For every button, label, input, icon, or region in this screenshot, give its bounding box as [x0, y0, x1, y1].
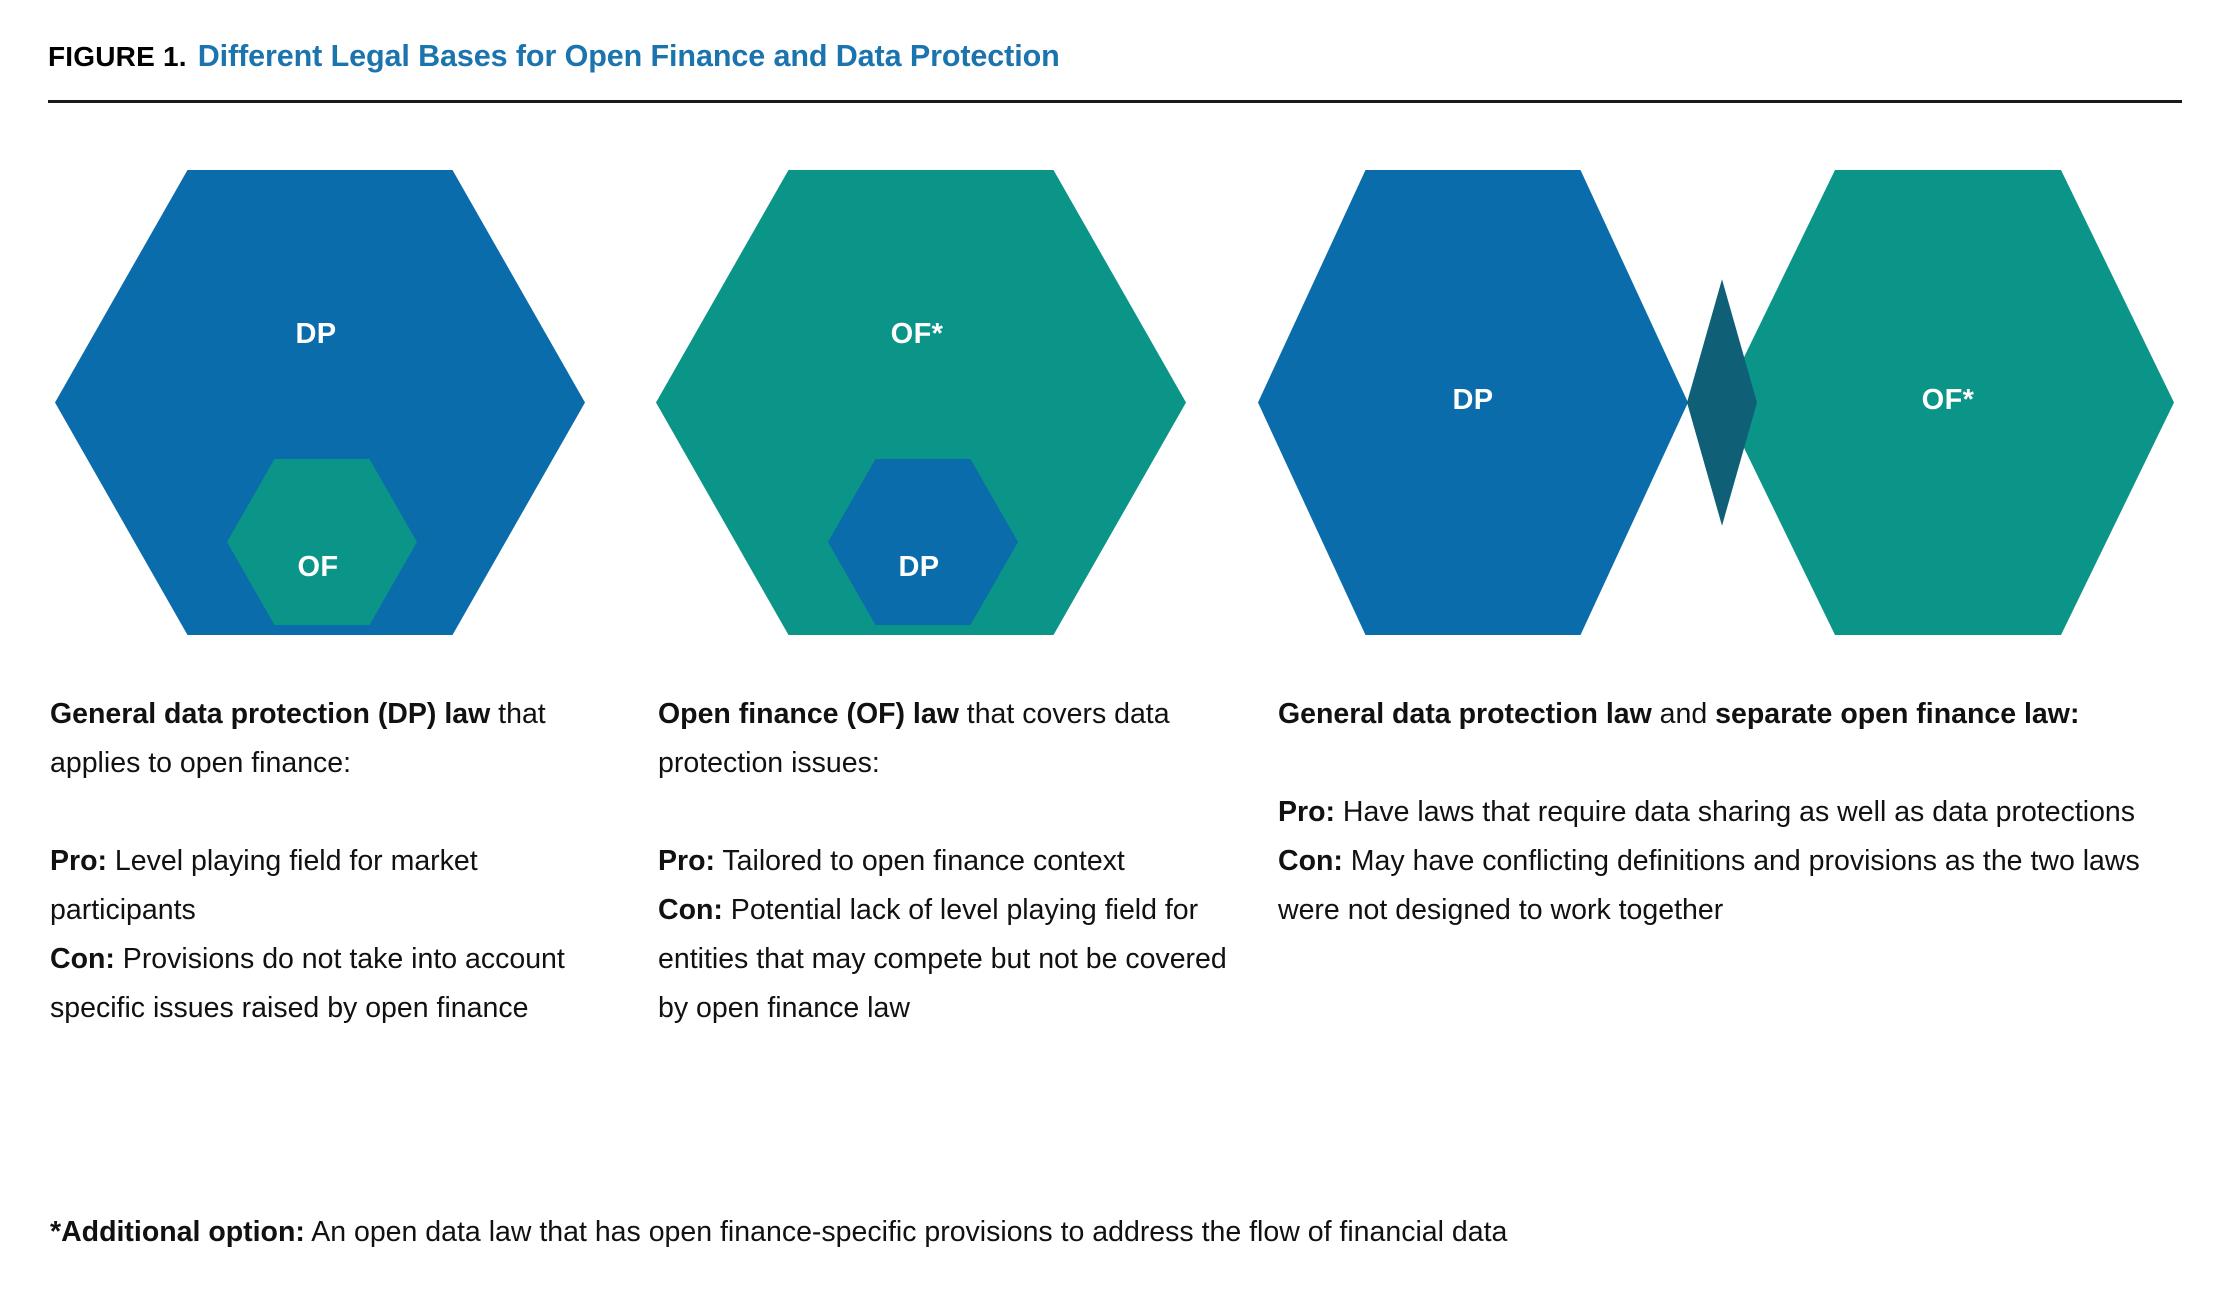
pro-label: Pro:	[1278, 796, 1335, 828]
con-label: Con:	[50, 943, 115, 975]
con-label: Con:	[1278, 845, 1343, 877]
pro-text: Have laws that require data sharing as w…	[1335, 796, 2136, 828]
heading-bold-part: Open finance (OF) law	[658, 698, 959, 730]
pro-con-block: Pro: Tailored to open finance context Co…	[658, 837, 1238, 1033]
pro-label: Pro:	[658, 845, 715, 877]
hexagon-label-of-star: OF*	[890, 318, 944, 350]
column-heading: General data protection (DP) law that ap…	[50, 690, 620, 788]
hexagon-label-dp: DP	[1452, 384, 1494, 416]
pro-text: Tailored to open finance context	[715, 845, 1125, 877]
page-title: Different Legal Bases for Open Finance a…	[197, 39, 1060, 73]
pro-label: Pro:	[50, 845, 107, 877]
footnote-text: An open data law that has open finance-s…	[304, 1216, 1508, 1248]
column-heading: General data protection law and separate…	[1278, 690, 2178, 739]
con-text: Provisions do not take into account spec…	[50, 943, 565, 1024]
heading-bold-part: General data protection (DP)	[50, 698, 437, 730]
hexagon-group3-overlap-region	[1687, 279, 1757, 526]
heading-bold-part-2: separate open finance law:	[1715, 698, 2080, 730]
column-open-finance-law: Open finance (OF) law that covers data p…	[658, 690, 1238, 1033]
figure-footnote: *Additional option: An open data law tha…	[50, 1212, 2180, 1252]
pro-con-block: Pro: Have laws that require data sharing…	[1278, 788, 2178, 935]
heading-rest: that covers data protection issues:	[658, 698, 1170, 779]
column-separate-laws: General data protection law and separate…	[1278, 690, 2178, 935]
heading-bold-law: law	[444, 698, 491, 730]
hexagon-label-of-star: OF*	[1921, 384, 1975, 416]
heading-mid: and	[1651, 698, 1716, 730]
con-text: May have conflicting definitions and pro…	[1278, 845, 2140, 926]
heading-rest: that applies to open finance:	[50, 698, 546, 779]
pro-text: Level playing field for market participa…	[50, 845, 478, 926]
title-line: FIGURE 1. Different Legal Bases for Open…	[48, 36, 2184, 77]
hexagon-group3-left-dp: DP	[1258, 170, 1688, 635]
hexagon-group3-right-of: OF*	[1722, 170, 2174, 635]
header-divider	[48, 100, 2182, 103]
hexagon-label-dp: DP	[898, 550, 940, 583]
figure-header: FIGURE 1. Different Legal Bases for Open…	[48, 36, 2184, 77]
hexagon-label-dp: DP	[295, 318, 337, 350]
con-label: Con:	[658, 894, 723, 926]
figure-label: FIGURE 1.	[48, 41, 187, 72]
heading-bold-part-1: General data protection law	[1278, 698, 1652, 730]
hexagon-label-of: OF	[297, 550, 339, 583]
column-heading: Open finance (OF) law that covers data p…	[658, 690, 1238, 788]
hexagon-diagram: DP OF OF* DP DP OF*	[0, 160, 2224, 660]
footnote-label: *Additional option:	[50, 1216, 305, 1248]
con-text: Potential lack of level playing field fo…	[658, 894, 1227, 1024]
pro-con-block: Pro: Level playing field for market part…	[50, 837, 620, 1033]
column-general-data-protection: General data protection (DP) law that ap…	[50, 690, 620, 1033]
